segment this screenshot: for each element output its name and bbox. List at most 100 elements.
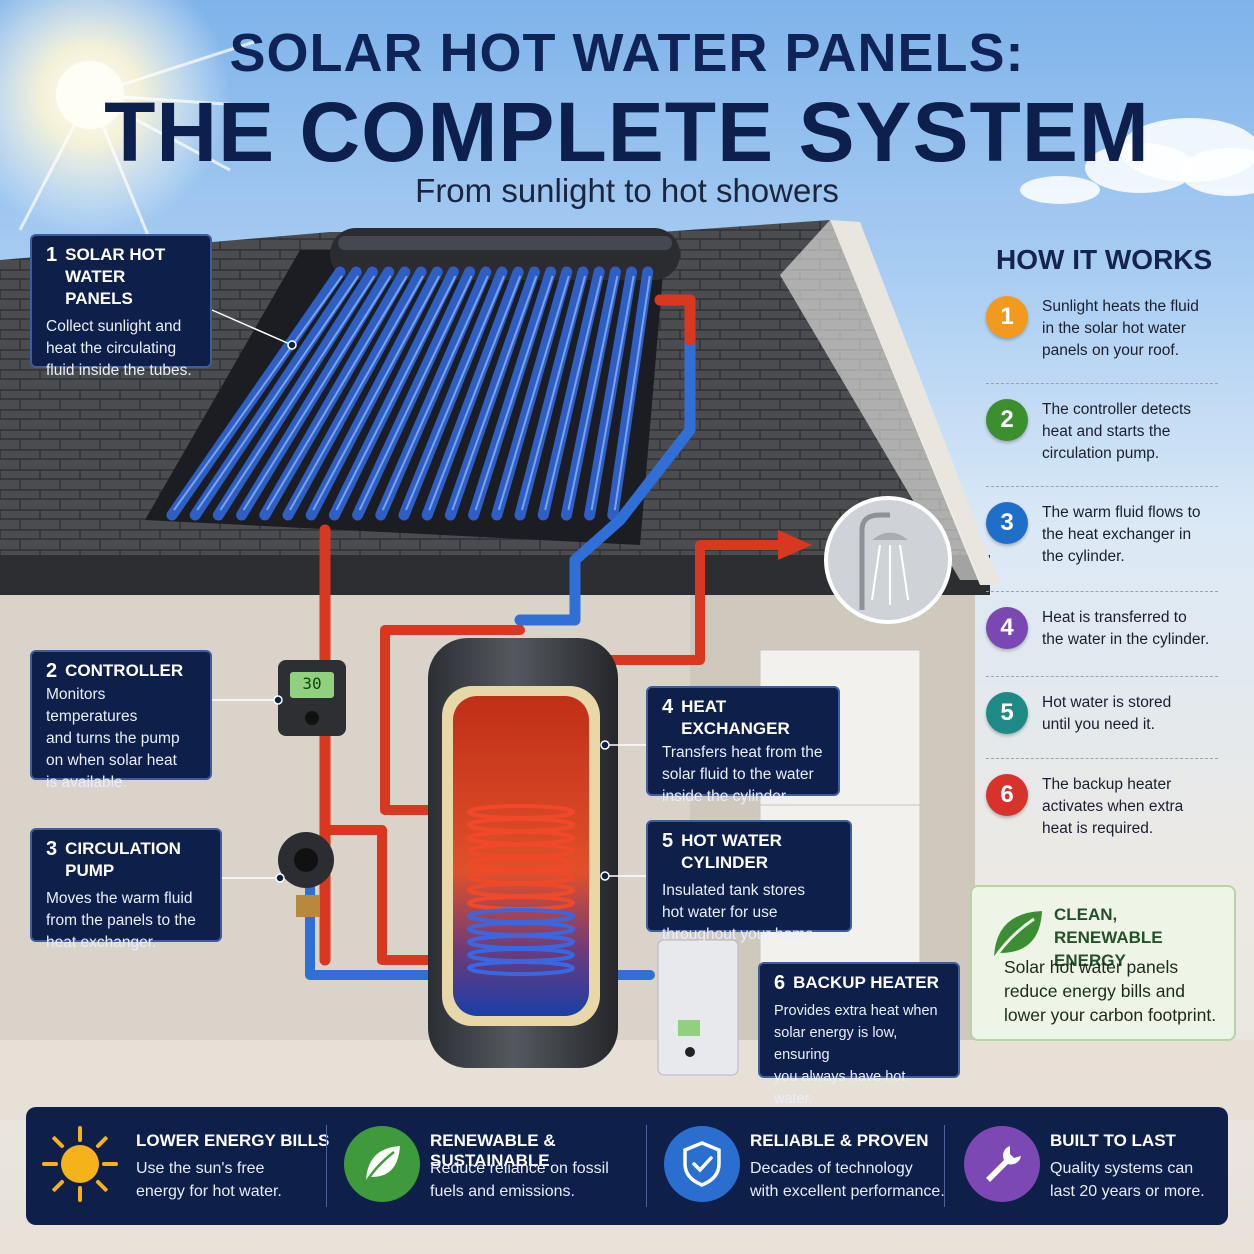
callout-text: solar fluid to the water bbox=[662, 766, 814, 783]
callout-title: BACKUP HEATER bbox=[793, 973, 939, 992]
tube-highlight bbox=[567, 275, 619, 511]
tube-highlight bbox=[242, 275, 392, 511]
step-line: the cylinder. bbox=[1042, 548, 1125, 565]
callout-number: 6 bbox=[774, 972, 786, 994]
backup-heater-unit bbox=[657, 939, 739, 1076]
clouds bbox=[1020, 118, 1254, 204]
tube-highlight bbox=[428, 275, 522, 511]
benefit-text: energy for hot water. bbox=[136, 1183, 282, 1200]
coil-loop bbox=[467, 960, 575, 976]
shield-icon bbox=[664, 1126, 740, 1202]
callout-text: throughout your home. bbox=[662, 926, 818, 943]
tube-highlight bbox=[544, 275, 603, 511]
evacuated-tube bbox=[607, 266, 654, 521]
callout-text: Provides extra heat when bbox=[774, 1003, 938, 1019]
step-line: circulation pump. bbox=[1042, 445, 1160, 462]
callout-text: fluid inside the tubes. bbox=[46, 362, 192, 379]
callout-title: CIRCULATION PUMP bbox=[65, 839, 181, 880]
benefit-title: RENEWABLE & SUSTAINABLE bbox=[430, 1131, 556, 1170]
tube-highlight bbox=[521, 275, 586, 511]
step-line: The backup heater bbox=[1042, 776, 1172, 793]
benefit-renewable-sustainable: RENEWABLE & SUSTAINABLE Reduce reliance … bbox=[344, 1107, 664, 1225]
step-line: Heat is transferred to bbox=[1042, 609, 1187, 626]
callout-text: Collect sunlight and bbox=[46, 318, 182, 335]
benefit-text: Decades of technology bbox=[750, 1160, 913, 1177]
tube-highlight bbox=[196, 275, 360, 511]
divider bbox=[944, 1125, 945, 1207]
clean-energy-title: CLEAN, RENEWABLE ENERGY bbox=[1054, 903, 1224, 972]
leaf-icon bbox=[992, 911, 1042, 960]
step-line: The controller detects bbox=[1042, 401, 1192, 418]
tube-highlight bbox=[381, 275, 489, 511]
tube-highlight bbox=[219, 275, 376, 511]
benefit-title: BUILT TO LAST bbox=[1050, 1131, 1176, 1150]
divider bbox=[326, 1125, 327, 1207]
how-it-works-heading: HOW IT WORKS bbox=[996, 244, 1213, 275]
tube-highlight bbox=[265, 275, 408, 511]
tube-highlight bbox=[358, 275, 473, 511]
clean-energy-line: reduce energy bills and bbox=[1004, 981, 1185, 1001]
clean-energy-title-a: CLEAN, RENEWABLE bbox=[1054, 905, 1163, 947]
step-line: Sunlight heats the fluid bbox=[1042, 298, 1199, 315]
shower-image bbox=[824, 496, 952, 624]
callout-text: inside the cylinder. bbox=[662, 788, 790, 805]
clean-energy-line: Solar hot water panels bbox=[1004, 957, 1179, 977]
controller-unit bbox=[278, 660, 346, 736]
leaf-icon bbox=[344, 1126, 420, 1202]
tube-highlight bbox=[613, 275, 651, 511]
step-separator bbox=[986, 486, 1218, 487]
tube-highlight bbox=[590, 275, 635, 511]
hot-water-cylinder bbox=[428, 638, 618, 1068]
callout-number: 4 bbox=[662, 696, 674, 718]
tube-highlight bbox=[173, 275, 343, 511]
callout-text: Insulated tank stores bbox=[662, 882, 806, 899]
step-separator bbox=[986, 591, 1218, 592]
callout-text: Moves the warm fluid bbox=[46, 890, 193, 907]
callout-text: hot water for use bbox=[662, 904, 778, 921]
callout-text: Monitors temperatures bbox=[46, 686, 138, 725]
pipes bbox=[305, 294, 785, 980]
callout-title: CONTROLLER bbox=[65, 661, 184, 680]
tube-highlight bbox=[497, 275, 570, 511]
tube-highlight bbox=[405, 275, 505, 511]
benefit-text: Quality systems can bbox=[1050, 1160, 1194, 1177]
benefit-text: fuels and emissions. bbox=[430, 1183, 575, 1200]
benefit-text: last 20 years or more. bbox=[1050, 1183, 1205, 1200]
divider bbox=[646, 1125, 647, 1207]
clean-energy-text: Solar hot water panels reduce energy bill… bbox=[1004, 955, 1229, 1027]
callout-title: HOT WATER CYLINDER bbox=[681, 831, 782, 872]
tube-highlight bbox=[335, 275, 457, 511]
clean-energy-box: CLEAN, RENEWABLE ENERGY Solar hot water p… bbox=[970, 885, 1236, 1041]
callout-number: 3 bbox=[46, 838, 58, 860]
evacuated-tube bbox=[514, 266, 589, 521]
tube-highlight bbox=[312, 275, 441, 511]
step-number-badge: 1 bbox=[986, 296, 1028, 338]
step-line: the heat exchanger in bbox=[1042, 526, 1192, 543]
callout-text: heat the circulating bbox=[46, 340, 177, 357]
title-line-1: SOLAR HOT WATER PANELS: bbox=[229, 23, 1025, 83]
benefit-title: LOWER ENERGY BILLS bbox=[136, 1131, 330, 1150]
callout-title: HEAT EXCHANGER bbox=[681, 697, 790, 738]
step-line: until you need it. bbox=[1042, 716, 1155, 733]
subtitle: From sunlight to hot showers bbox=[415, 172, 839, 209]
step-line: panels on your roof. bbox=[1042, 342, 1180, 359]
evacuated-tube bbox=[560, 266, 621, 521]
title-line-2: THE COMPLETE SYSTEM bbox=[104, 85, 1150, 179]
clean-energy-title-b: ENERGY bbox=[1054, 951, 1126, 970]
step-separator bbox=[986, 758, 1218, 759]
sun-rays bbox=[18, 38, 261, 241]
tube-highlight bbox=[289, 275, 424, 511]
